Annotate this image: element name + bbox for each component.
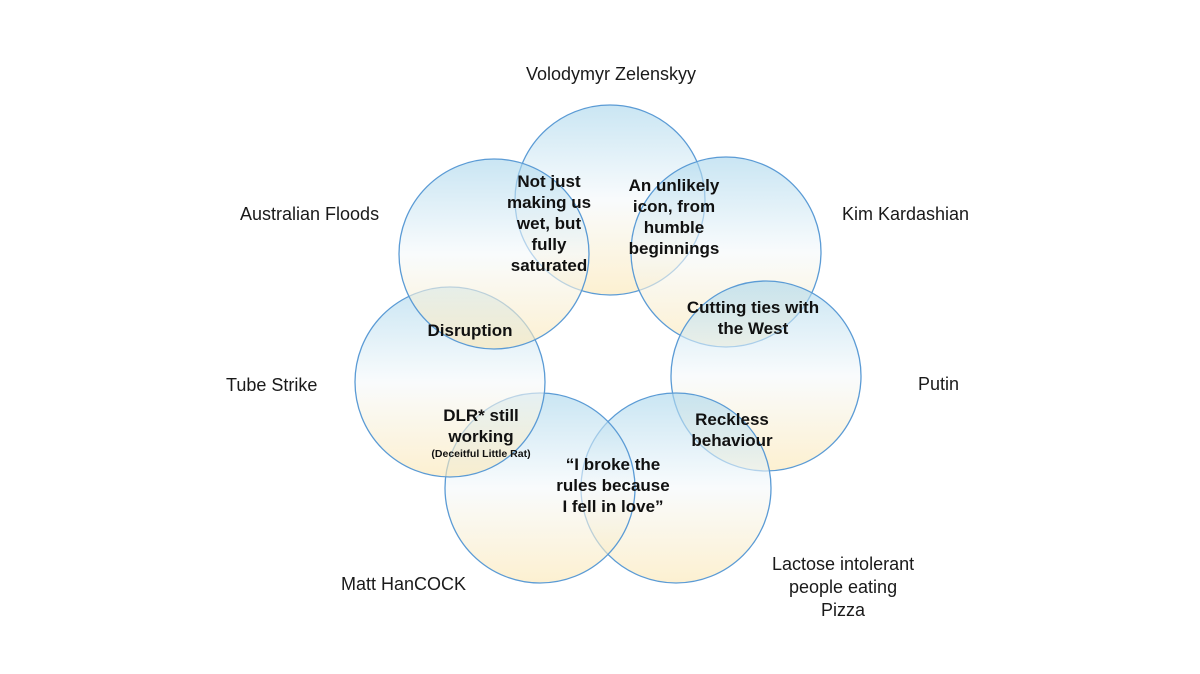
- overlap-text: An unlikely: [628, 176, 720, 195]
- overlap-text: making us: [506, 193, 592, 212]
- overlap-text: Disruption: [427, 321, 513, 340]
- set-label-australian-floods: Australian Floods: [240, 204, 380, 224]
- set-label-lactose-line: Pizza: [821, 600, 866, 620]
- overlap-text: humble: [643, 218, 705, 237]
- set-label-putin: Putin: [918, 374, 960, 394]
- overlap-floods-zelenskyy: Not just making us wet, but fully satura…: [484, 171, 614, 276]
- overlap-text: wet, but: [516, 214, 582, 233]
- set-label-lactose-intolerant: Lactose intolerant people eating Pizza: [772, 553, 914, 622]
- overlap-text: “I broke the: [565, 455, 661, 474]
- overlap-footnote: (Deceitful Little Rat): [431, 448, 531, 460]
- overlap-text: icon, from: [632, 197, 716, 216]
- set-label-lactose-line: Lactose intolerant: [772, 554, 915, 574]
- overlap-text: saturated: [510, 256, 588, 275]
- set-label-kim-kardashian: Kim Kardashian: [842, 204, 970, 224]
- overlap-text: DLR* still: [443, 406, 519, 425]
- overlap-text: rules because: [556, 476, 670, 495]
- overlap-hancock-tube: DLR* still working (Deceitful Little Rat…: [426, 405, 536, 461]
- overlap-text: beginnings: [628, 239, 720, 258]
- overlap-text: behaviour: [691, 431, 773, 450]
- set-label-tube-strike: Tube Strike: [226, 375, 318, 395]
- overlap-text: the West: [717, 319, 789, 338]
- overlap-kardashian-putin: Cutting ties with the West: [673, 297, 833, 339]
- set-label-matt-hancock: Matt HanCOCK: [341, 574, 467, 594]
- overlap-text: I fell in love”: [562, 497, 664, 516]
- overlap-zelenskyy-kardashian: An unlikely icon, from humble beginnings: [604, 175, 744, 259]
- overlap-text: Not just: [517, 172, 581, 191]
- overlap-tube-floods: Disruption: [410, 320, 530, 341]
- overlap-text: fully: [531, 235, 567, 254]
- set-label-lactose-line: people eating: [788, 577, 898, 597]
- set-circle-australian-floods: [398, 158, 590, 350]
- overlap-text: Cutting ties with: [686, 298, 820, 317]
- overlap-text: Reckless: [695, 410, 769, 429]
- overlap-lactose-hancock: “I broke the rules because I fell in lov…: [538, 454, 688, 517]
- set-label-volodymyr-zelenskyy: Volodymyr Zelenskyy: [526, 64, 697, 84]
- overlap-text: working: [448, 427, 514, 446]
- overlap-putin-lactose: Reckless behaviour: [670, 409, 794, 451]
